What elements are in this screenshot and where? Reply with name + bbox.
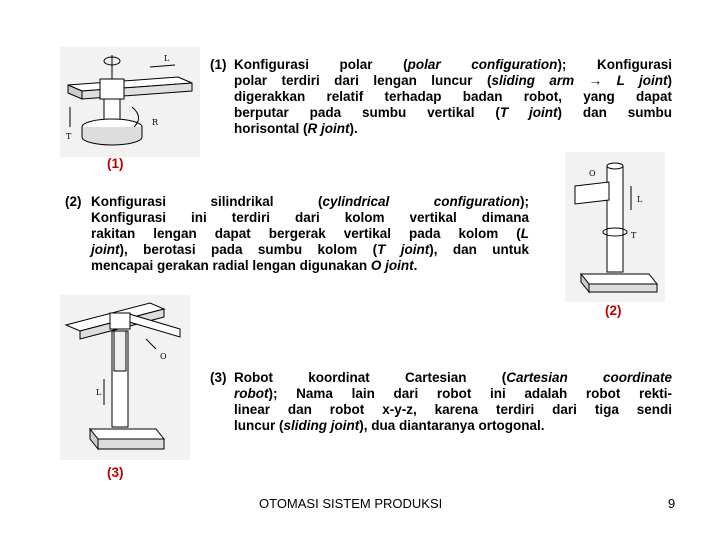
fig1-label-t: T: [66, 132, 72, 141]
italic-term: Cartesian coordinate: [506, 370, 672, 385]
paragraph-number: (2): [65, 194, 82, 209]
text-run: horisontal (: [234, 121, 308, 136]
italic-term: sliding arm → L joint: [491, 73, 668, 88]
fig3-label-o: O: [160, 352, 167, 361]
text-run: luncur (: [234, 418, 284, 433]
text-run: ), berotasi pada sumbu kolom (: [119, 242, 378, 257]
text-run: berputar pada sumbu vertikal (: [234, 105, 500, 120]
text-run: linear dan robot x-y-z, karena terdiri d…: [234, 402, 672, 417]
italic-term: sliding joint: [283, 418, 360, 433]
fig2-label-t: T: [631, 231, 637, 240]
text-run: Robot koordinat Cartesian (: [234, 370, 507, 385]
text-run: .: [413, 258, 418, 273]
paragraph-polar: (1) Konfigurasi polar (polar configurati…: [210, 57, 672, 137]
paragraph-line: Konfigurasi polar (polar configuration);…: [234, 57, 672, 73]
paragraph-line: berputar pada sumbu vertikal (T joint) d…: [234, 105, 672, 121]
text-run: ); Nama lain dari robot ini adalah robot…: [268, 386, 673, 401]
paragraph-line: Konfigurasi ini terdiri dari kolom verti…: [91, 210, 529, 226]
italic-term: polar configuration: [407, 57, 558, 72]
page-number: 9: [668, 496, 676, 511]
text-run: ): [667, 73, 673, 88]
text-run: Konfigurasi ini terdiri dari kolom verti…: [91, 210, 529, 225]
text-run: ), dan untuk: [429, 242, 529, 257]
fig3-label-l: L: [96, 388, 102, 397]
paragraph-body: Robot koordinat Cartesian (Cartesian coo…: [234, 370, 672, 434]
fig2-label-o: O: [589, 169, 596, 178]
text-run: ) dan sumbu: [557, 105, 672, 120]
paragraph-number: (3): [210, 370, 227, 385]
text-run: );: [520, 194, 529, 209]
paragraph-line: mencapai gerakan radial lengan digunakan…: [91, 258, 529, 274]
caption-figure-3: (3): [107, 465, 124, 480]
italic-term: O joint: [370, 258, 414, 273]
paragraph-line: horisontal (R joint).: [234, 121, 672, 137]
paragraph-cartesian: (3) Robot koordinat Cartesian (Cartesian…: [210, 370, 672, 434]
figure-cartesian-robot: O L: [60, 295, 190, 460]
paragraph-line: joint), berotasi pada sumbu kolom (T joi…: [91, 242, 529, 258]
italic-term: T joint: [377, 242, 430, 257]
paragraph-line: luncur (sliding joint), dua diantaranya …: [234, 418, 672, 434]
text-run: Konfigurasi silindrikal (: [91, 194, 323, 209]
fig2-label-l: L: [637, 195, 643, 204]
paragraph-body: Konfigurasi silindrikal (cylindrical con…: [91, 194, 529, 274]
paragraph-body: Konfigurasi polar (polar configuration);…: [234, 57, 672, 137]
text-run: mencapai gerakan radial lengan digunakan: [91, 258, 371, 273]
italic-term: T joint: [499, 105, 558, 120]
fig1-label-r: R: [152, 118, 159, 127]
caption-figure-1: (1): [107, 156, 124, 171]
paragraph-number: (1): [210, 57, 227, 72]
paragraph-line: rakitan lengan dapat bergerak vertikal p…: [91, 226, 529, 242]
italic-term: robot: [234, 386, 269, 401]
text-run: polar terdiri dari lengan luncur (: [234, 73, 492, 88]
paragraph-line: polar terdiri dari lengan luncur (slidin…: [234, 73, 672, 89]
footer-title: OTOMASI SISTEM PRODUKSI: [259, 496, 443, 511]
text-run: ).: [349, 121, 358, 136]
caption-figure-2: (2): [605, 303, 622, 318]
text-run: ); Konfigurasi: [557, 57, 672, 72]
italic-term: R joint: [307, 121, 350, 136]
paragraph-line: digerakkan relatif terhadap badan robot,…: [234, 89, 672, 105]
figure-polar-robot: L R T: [60, 47, 200, 157]
text-run: digerakkan relatif terhadap badan robot,…: [234, 89, 672, 104]
italic-term: joint: [91, 242, 120, 257]
paragraph-line: Konfigurasi silindrikal (cylindrical con…: [91, 194, 529, 210]
text-run: ), dua diantaranya ortogonal.: [359, 418, 545, 433]
paragraph-line: linear dan robot x-y-z, karena terdiri d…: [234, 402, 672, 418]
text-run: Konfigurasi polar (: [234, 57, 408, 72]
text-run: rakitan lengan dapat bergerak vertikal p…: [91, 226, 521, 241]
italic-term: L: [520, 226, 529, 241]
italic-term: cylindrical configuration: [322, 194, 520, 209]
paragraph-line: robot); Nama lain dari robot ini adalah …: [234, 386, 672, 402]
figure-cylindrical-robot: O L T: [565, 152, 665, 302]
fig1-label-l: L: [164, 54, 170, 63]
paragraph-line: Robot koordinat Cartesian (Cartesian coo…: [234, 370, 672, 386]
paragraph-cylindrical: (2) Konfigurasi silindrikal (cylindrical…: [65, 194, 529, 274]
